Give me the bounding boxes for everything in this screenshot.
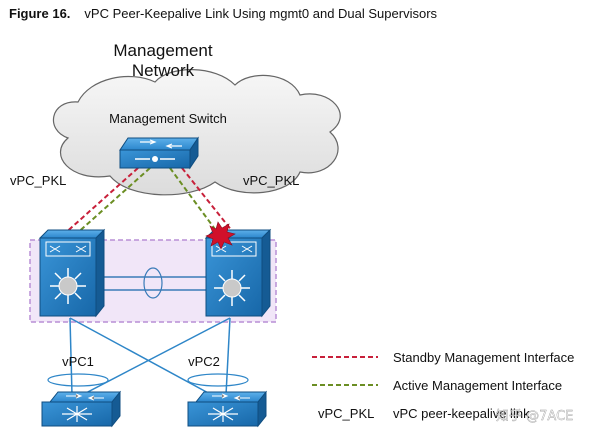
vpc1-bundle [47,373,109,387]
right-pkl-label: vPC_PKL [243,173,299,188]
figure-title: vPC Peer-Keepalive Link Using mgmt0 and … [84,6,438,21]
nexus-switch-icon [204,228,272,318]
standby-link-left [61,167,139,237]
watermark: 知乎 @7ACE [496,408,573,424]
vpc-downlinks [47,317,249,396]
burst-icon [205,221,236,250]
cloud-title-line2: Network [132,61,195,80]
vpc2-label: vPC2 [188,354,220,369]
access-switch-icon [41,390,122,428]
standby-link-right [181,167,237,237]
nexus-switch-icon [38,228,106,318]
figure-caption: Figure 16. vPC Peer-Keepalive Link Using … [9,6,437,22]
legend-pkl-key: vPC_PKL [318,406,374,421]
workgroup-switch-icon [119,136,199,170]
management-switch-label: Management Switch [109,111,227,126]
active-link-left [73,167,151,237]
figure-number: Figure 16. [9,6,71,21]
access-switch-icon [187,390,268,428]
vpc1-label: vPC1 [62,354,94,369]
vpc2-bundle [187,373,249,387]
cloud-title-line1: Management [113,41,213,60]
left-pkl-label: vPC_PKL [10,173,66,188]
management-links [61,167,237,237]
active-link-right [169,167,221,237]
legend: Standby Management Interface Active Mana… [312,350,574,421]
legend-active-label: Active Management Interface [393,378,562,393]
legend-standby-label: Standby Management Interface [393,350,574,365]
legend-pkl-desc: vPC peer-keepalive link [393,406,530,421]
peer-link [98,267,208,299]
